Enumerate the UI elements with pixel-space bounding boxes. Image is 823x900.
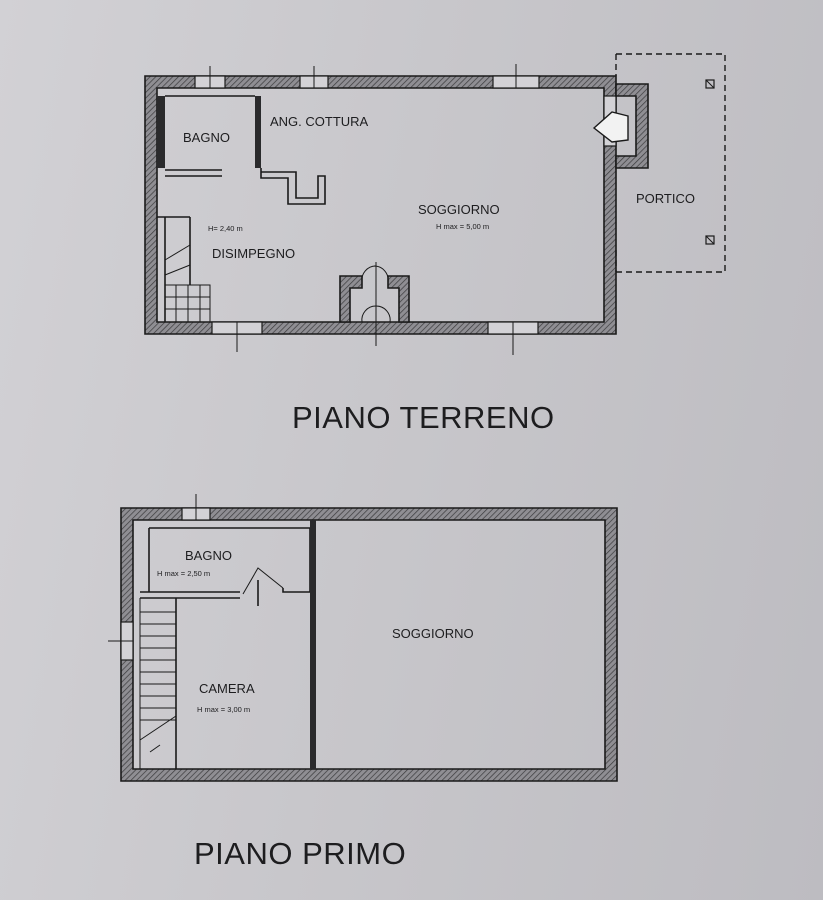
ground-floor-outer-walls — [144, 75, 617, 335]
ground-floor-entrance — [339, 262, 410, 346]
first-bedroom-label: CAMERA — [199, 681, 255, 696]
porch-outline — [615, 53, 726, 273]
ground-floor-title: PIANO TERRENO — [292, 400, 555, 435]
first-floor-plan: BAGNO H max = 2,50 m SOGGIORNO CAMERA H … — [108, 494, 618, 782]
first-bathroom-label: BAGNO — [185, 548, 232, 563]
first-bedroom-height: H max = 3,00 m — [197, 705, 250, 714]
first-floor-stairs — [139, 598, 177, 769]
ground-floor-stairs — [157, 216, 211, 322]
ground-floor-fireplace — [592, 83, 649, 169]
ground-floor-bathroom-walls — [157, 95, 261, 177]
ground-living-label: SOGGIORNO — [418, 202, 500, 217]
ground-living-height: H max = 5,00 m — [436, 222, 489, 231]
ground-hall-label: DISIMPEGNO — [212, 246, 295, 261]
first-floor-partitions — [140, 520, 316, 769]
porch-label: PORTICO — [636, 191, 695, 206]
ground-bathroom-label: BAGNO — [183, 130, 230, 145]
ground-floor-kitchen-partition — [260, 168, 326, 205]
first-floor-outer-walls — [120, 507, 618, 782]
ground-kitchenette-label: ANG. COTTURA — [270, 114, 369, 129]
ground-hall-height: H= 2,40 m — [208, 224, 243, 233]
first-living-label: SOGGIORNO — [392, 626, 474, 641]
first-bathroom-height: H max = 2,50 m — [157, 569, 210, 578]
ground-floor-plan: BAGNO ANG. COTTURA SOGGIORNO H max = 5,0… — [144, 53, 726, 355]
first-floor-window — [108, 494, 211, 661]
first-floor-title: PIANO PRIMO — [194, 836, 406, 871]
